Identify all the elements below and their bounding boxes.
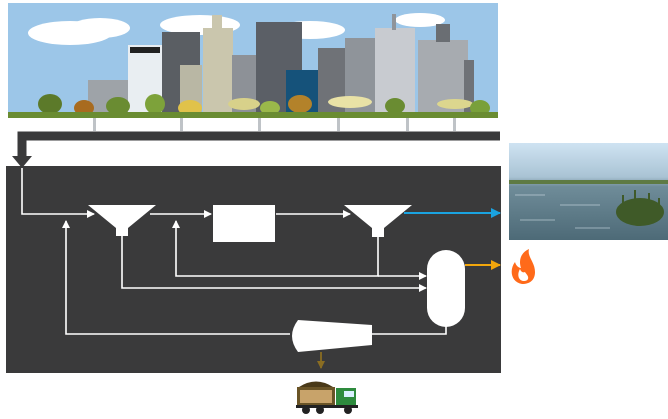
anaerobic-digester: [427, 250, 465, 327]
city-skyline-icon: [8, 3, 498, 118]
biological-reactor: [213, 205, 275, 242]
flame-icon: [512, 249, 535, 284]
treatment-plant-panel: [6, 166, 501, 373]
sewer-main-pipe: [22, 136, 500, 156]
sewer-drops: [93, 118, 456, 131]
ground-strip: [8, 112, 498, 118]
river-photo-icon: [509, 143, 668, 240]
dump-truck-icon: [296, 382, 358, 415]
